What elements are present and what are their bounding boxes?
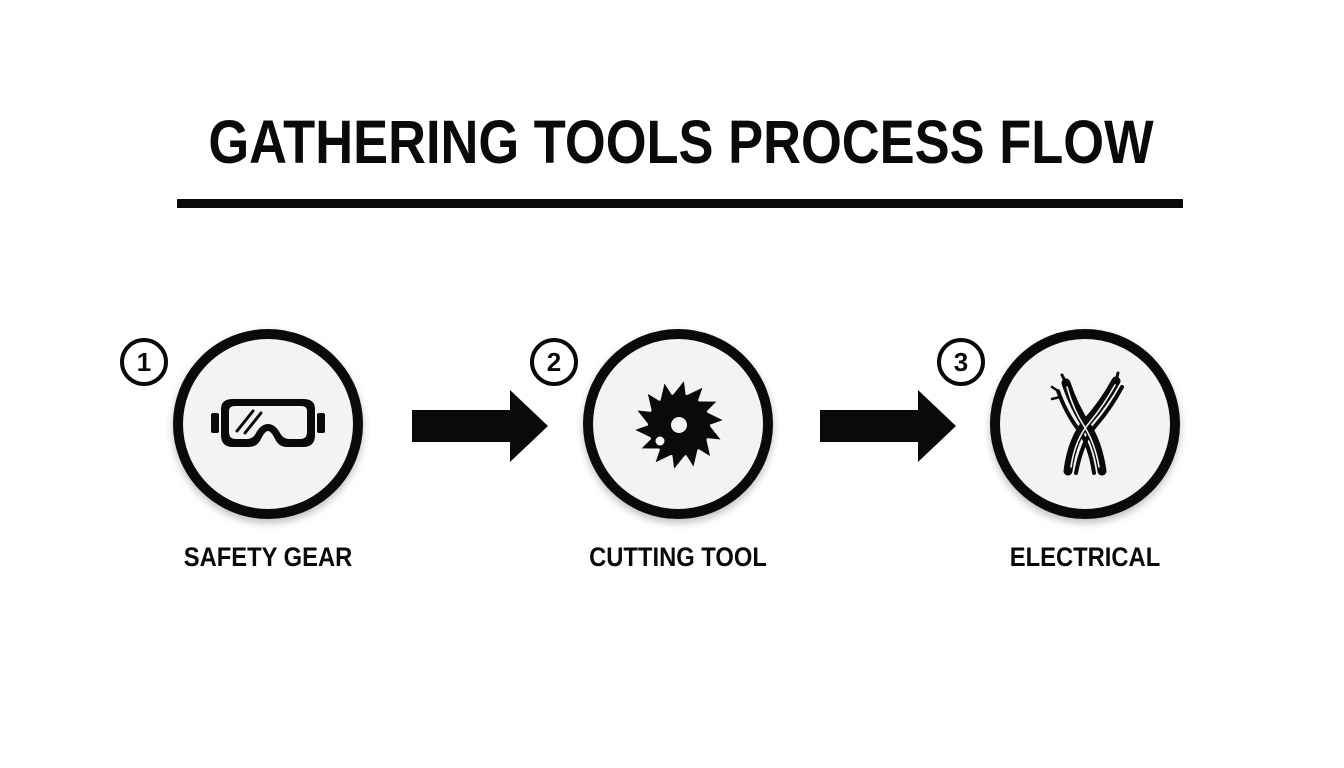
step-1-circle [173, 329, 363, 519]
step-2-label: CUTTING TOOL [589, 542, 767, 572]
step-3-circle [990, 329, 1180, 519]
step-1-number-badge: 1 [120, 338, 168, 386]
right-arrow-icon [820, 390, 956, 462]
step-2-circle [583, 329, 773, 519]
flow-arrow-2 [818, 388, 958, 464]
safety-goggles-icon [211, 399, 325, 447]
step-3-number-badge: 3 [937, 338, 985, 386]
step-2-number-badge: 2 [530, 338, 578, 386]
saw-blade-icon [635, 381, 723, 469]
step-1-label: SAFETY GEAR [183, 542, 353, 572]
electrical-wires-icon [1050, 371, 1124, 476]
diagram-title: GATHERING TOOLS PROCESS FLOW [208, 108, 1154, 176]
step-3-label: ELECTRICAL [1009, 542, 1161, 572]
flow-arrow-1 [410, 388, 550, 464]
right-arrow-icon [412, 390, 548, 462]
title-underline [177, 199, 1183, 208]
